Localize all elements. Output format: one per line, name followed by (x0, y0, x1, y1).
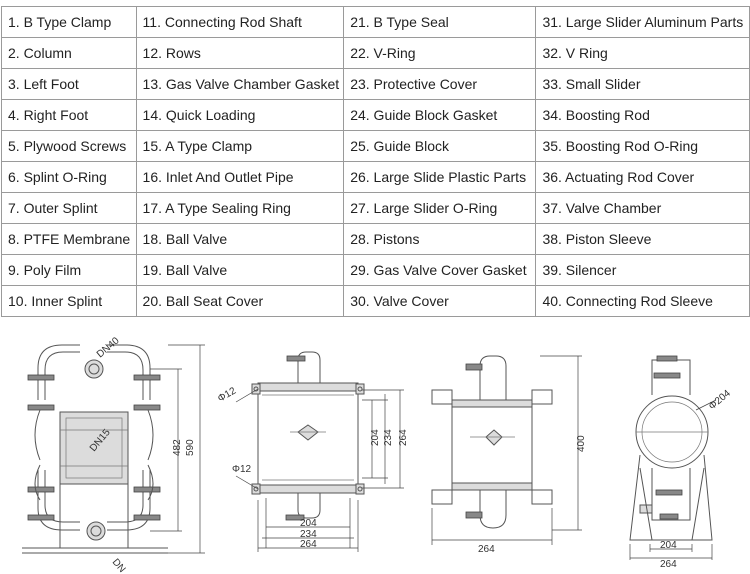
part-cell: 13. Gas Valve Chamber Gasket (135, 68, 345, 100)
profile-dia: Φ204 (707, 388, 733, 413)
part-cell: 18. Ball Valve (135, 223, 345, 255)
part-cell: 21. B Type Seal (343, 6, 537, 38)
part-cell: 20. Ball Seat Cover (135, 285, 345, 317)
part-cell: 40. Connecting Rod Sleeve (535, 285, 750, 317)
side-dim-h2: 234 (300, 529, 317, 540)
part-cell: 6. Splint O-Ring (1, 161, 137, 193)
front-dn-bottom-label: DN (110, 557, 128, 574)
center-body-rect (59, 411, 129, 485)
part-cell: 3. Left Foot (1, 68, 137, 100)
part-cell: 10. Inner Splint (1, 285, 137, 317)
part-cell: 35. Boosting Rod O-Ring (535, 130, 750, 162)
part-cell: 30. Valve Cover (343, 285, 537, 317)
technical-drawings: DN40 DN15 DN 482 590 (22, 335, 733, 574)
profile-dim-w1: 204 (660, 540, 677, 551)
part-cell: 23. Protective Cover (343, 68, 537, 100)
part-cell: 16. Inlet And Outlet Pipe (135, 161, 345, 193)
side-view-drawing: Φ12 Φ12 204 234 264 204 234 264 (216, 351, 409, 552)
part-cell: 34. Boosting Rod (535, 99, 750, 131)
part-cell: 19. Ball Valve (135, 254, 345, 286)
part-cell: 22. V-Ring (343, 37, 537, 69)
part-cell: 12. Rows (135, 37, 345, 69)
side-dim-v1: 204 (370, 429, 381, 446)
bottom-port-circle (86, 521, 106, 541)
front-dim-outer: 590 (185, 439, 196, 456)
part-cell: 37. Valve Chamber (535, 192, 750, 224)
profile-dim-w2: 264 (660, 559, 677, 570)
part-cell: 26. Large Slide Plastic Parts (343, 161, 537, 193)
profile-view-drawing: Φ204 204 264 (629, 355, 733, 570)
top-port-circle (84, 359, 104, 379)
rear-dim-height: 400 (576, 435, 587, 452)
part-cell: 8. PTFE Membrane (1, 223, 137, 255)
part-cell: 29. Gas Valve Cover Gasket (343, 254, 537, 286)
part-cell: 39. Silencer (535, 254, 750, 286)
front-dim-inner: 482 (172, 439, 183, 456)
part-cell: 31. Large Slider Aluminum Parts (535, 6, 750, 38)
part-cell: 5. Plywood Screws (1, 130, 137, 162)
part-cell: 11. Connecting Rod Shaft (135, 6, 345, 38)
side-dim-h3: 264 (300, 539, 317, 550)
part-cell: 28. Pistons (343, 223, 537, 255)
part-cell: 27. Large Slider O-Ring (343, 192, 537, 224)
front-dn-top-label: DN40 (95, 335, 122, 360)
part-cell: 9. Poly Film (1, 254, 137, 286)
part-cell: 36. Actuating Rod Cover (535, 161, 750, 193)
part-cell: 14. Quick Loading (135, 99, 345, 131)
part-cell: 17. A Type Sealing Ring (135, 192, 345, 224)
front-view-drawing: DN40 DN15 DN 482 590 (22, 335, 205, 574)
side-dim-h1: 204 (300, 518, 317, 529)
part-cell: 33. Small Slider (535, 68, 750, 100)
part-cell: 25. Guide Block (343, 130, 537, 162)
side-dia-top: Φ12 (216, 385, 238, 404)
part-cell: 4. Right Foot (1, 99, 137, 131)
part-cell: 32. V Ring (535, 37, 750, 69)
side-dim-v2: 234 (383, 429, 394, 446)
part-cell: 7. Outer Splint (1, 192, 137, 224)
part-cell: 38. Piston Sleeve (535, 223, 750, 255)
part-cell: 24. Guide Block Gasket (343, 99, 537, 131)
rear-dim-width: 264 (478, 544, 495, 555)
part-cell: 2. Column (1, 37, 137, 69)
part-cell: 1. B Type Clamp (1, 6, 137, 38)
side-dim-v3: 264 (398, 429, 409, 446)
side-dia-bottom: Φ12 (232, 464, 252, 475)
rear-view-drawing: 400 264 (431, 355, 587, 555)
part-cell: 15. A Type Clamp (135, 130, 345, 162)
